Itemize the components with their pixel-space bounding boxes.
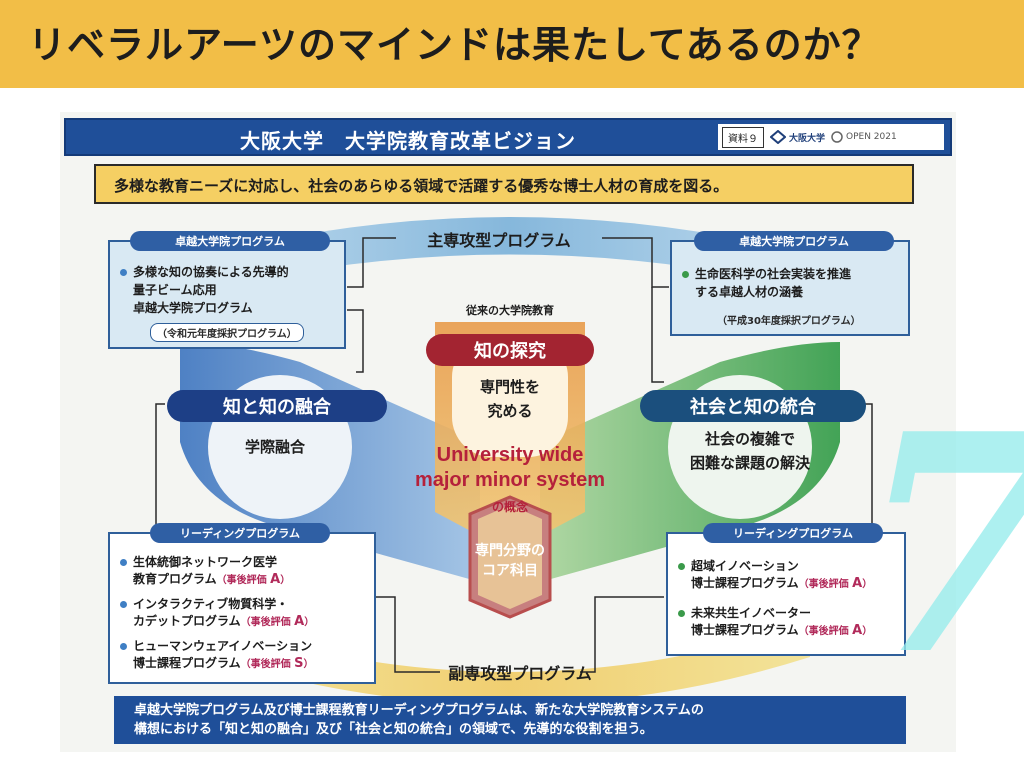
exploration-inner — [452, 337, 568, 457]
university-logo: 大阪大学 — [770, 130, 825, 144]
aim-bar: 多様な教育ニーズに対応し、社会のあらゆる領域で活躍する優秀な博士人材の育成を図る… — [94, 164, 914, 204]
top-left-note: （令和元年度採択プログラム） — [150, 323, 304, 342]
top-right-item: 生命医科学の社会実装を推進 — [682, 266, 851, 283]
bullet-icon — [120, 269, 127, 276]
fusion-desc: 学際融合 — [244, 438, 305, 456]
exploration-pill: 知の探究 — [426, 334, 594, 366]
slide-title: リベラルアーツのマインドは果たしてあるのか？ — [28, 22, 881, 67]
university-logo-icon — [770, 130, 786, 144]
university-logo-text: 大阪大学 — [789, 133, 826, 144]
exploration-desc-2: 究める — [487, 402, 533, 420]
bottom-summary-line-1: 卓越大学院プログラム及び博士課程教育リーディングプログラムは、新たな大学院教育シ… — [134, 703, 704, 718]
bottom-left-item-1: 生体統御ネットワーク医学 — [120, 554, 277, 571]
bottom-left-box-head: リーディングプログラム — [150, 523, 330, 543]
header-badges: 資料９ 大阪大学 OPEN 2021 — [718, 124, 944, 150]
bullet-icon — [678, 563, 685, 570]
bottom-left-item-1-line2: 教育プログラム（事後評価 A） — [133, 572, 291, 587]
bottom-right-program-box: リーディングプログラム 超域イノベーション 博士課程プログラム（事後評価 A） … — [666, 523, 906, 656]
bottom-summary-line-2: 構想における「知と知の融合」及び「社会と知の統合」の領域で、先導的な役割を担う。 — [134, 722, 653, 737]
bottom-left-item-2: インタラクティブ物質科学・ — [120, 596, 288, 613]
bottom-right-item-1-line2: 博士課程プログラム（事後評価 A） — [691, 576, 873, 591]
core-line-2: コア科目 — [482, 563, 538, 579]
top-right-note: （平成30年度採択プログラム） — [717, 316, 861, 327]
document-header: 大阪大学 大学院教育改革ビジョン 資料９ 大阪大学 OPEN 2021 — [64, 118, 952, 156]
main-program-arc — [180, 217, 840, 297]
top-left-item-line3: 卓越大学院プログラム — [133, 301, 253, 315]
bottom-left-item-2-line2: カデットプログラム（事後評価 A） — [133, 614, 315, 629]
bullet-icon — [678, 610, 685, 617]
open-badge: OPEN 2021 — [831, 131, 897, 143]
integration-pill: 社会と知の統合 — [640, 390, 866, 422]
bottom-left-program-box: リーディングプログラム 生体統御ネットワーク医学 教育プログラム（事後評価 A）… — [108, 523, 376, 684]
reference-label: 資料９ — [722, 126, 764, 148]
open-logo-icon — [831, 131, 843, 143]
bottom-right-box-head: リーディングプログラム — [703, 523, 883, 543]
evaluation-label: （事後評価 A） — [216, 572, 291, 587]
bullet-icon — [120, 643, 127, 650]
document-title: 大阪大学 大学院教育改革ビジョン — [240, 129, 576, 153]
evaluation-label: （事後評価 A） — [240, 614, 315, 629]
bottom-left-item-3-line2: 博士課程プログラム（事後評価 S） — [133, 656, 314, 671]
slide-number: 7 — [858, 395, 1024, 695]
document-scan: 大阪大学 大学院教育改革ビジョン 資料９ 大阪大学 OPEN 2021 多様な教… — [60, 112, 956, 752]
open-badge-text: OPEN 2021 — [846, 132, 897, 142]
title-bar: リベラルアーツのマインドは果たしてあるのか？ — [0, 0, 1024, 88]
top-left-item-line2: 量子ビーム応用 — [133, 283, 217, 297]
evaluation-label: （事後評価 A） — [798, 576, 873, 591]
top-right-program-box: 卓越大学院プログラム 生命医科学の社会実装を推進 する卓越人材の涵養 （平成30… — [670, 231, 910, 336]
top-left-item: 多様な知の協奏による先導的 — [120, 264, 289, 281]
uwms-line-2: major minor system — [414, 469, 606, 491]
integration-desc-1: 社会の複雑で — [704, 430, 795, 448]
traditional-label: 従来の大学院教育 — [466, 304, 554, 317]
bottom-summary: 卓越大学院プログラム及び博士課程教育リーディングプログラムは、新たな大学院教育シ… — [114, 696, 906, 744]
bottom-left-item-3: ヒューマンウェアイノベーション — [120, 638, 312, 655]
bullet-icon — [120, 601, 127, 608]
bullet-icon — [682, 271, 689, 278]
bottom-right-item-2-line2: 博士課程プログラム（事後評価 A） — [691, 623, 873, 638]
sub-program-label: 副専攻型プログラム — [448, 664, 592, 683]
uwms-line-1: University wide — [436, 444, 584, 466]
evaluation-label: （事後評価 A） — [798, 623, 873, 638]
top-right-item-line2: する卓越人材の涵養 — [695, 285, 804, 299]
top-left-box-head: 卓越大学院プログラム — [130, 231, 330, 251]
top-left-program-box: 卓越大学院プログラム 多様な知の協奏による先導的 量子ビーム応用 卓越大学院プロ… — [108, 231, 346, 349]
integration-desc-2: 困難な課題の解決 — [689, 454, 810, 472]
uwms-line-3: の概念 — [491, 500, 528, 514]
aim-text: 多様な教育ニーズに対応し、社会のあらゆる領域で活躍する優秀な博士人材の育成を図る… — [114, 177, 729, 195]
top-right-box-head: 卓越大学院プログラム — [694, 231, 894, 251]
fusion-pill: 知と知の融合 — [167, 390, 387, 422]
bullet-icon — [120, 559, 127, 566]
bottom-right-item-1: 超域イノベーション — [678, 558, 799, 575]
main-program-label: 主専攻型プログラム — [427, 231, 571, 250]
exploration-desc-1: 専門性を — [479, 378, 540, 396]
core-line-1: 専門分野の — [475, 543, 545, 559]
evaluation-label: （事後評価 S） — [240, 656, 314, 671]
bottom-right-item-2: 未来共生イノベーター — [678, 605, 811, 622]
